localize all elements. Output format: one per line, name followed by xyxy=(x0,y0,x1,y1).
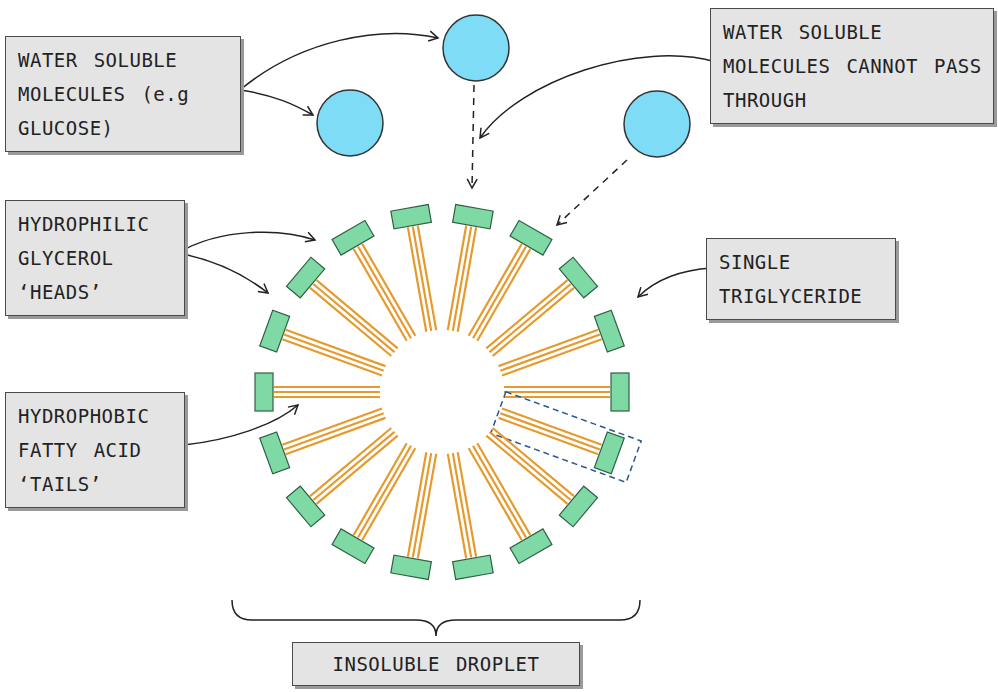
fatty-acid-tail xyxy=(500,335,600,371)
caption-box: INSOLUBLE DROPLET xyxy=(292,642,580,686)
glycerol-head xyxy=(260,432,290,474)
fatty-acid-tail xyxy=(413,453,431,557)
glycerol-head xyxy=(391,555,432,579)
fatty-acid-tail xyxy=(502,409,602,445)
fatty-acid-tail xyxy=(354,249,407,341)
leader-lines xyxy=(178,34,716,445)
fatty-acid-tail xyxy=(284,335,384,371)
fatty-acid-tail xyxy=(448,454,466,558)
fatty-acid-tail xyxy=(354,443,407,535)
callout-text: HYDROPHILIC GLYCEROL ‘HEADS’ xyxy=(18,207,174,309)
callout-box: WATER SOLUBLE MOLECULES CANNOT PASS THRO… xyxy=(710,8,994,124)
glycerol-head xyxy=(260,310,290,352)
glucose-molecule xyxy=(624,91,690,157)
glycerol-head xyxy=(332,529,374,564)
glycerol-head xyxy=(594,310,624,352)
glycerol-head xyxy=(255,373,273,411)
glycerol-head xyxy=(510,529,552,564)
fatty-acid-tail xyxy=(469,244,522,336)
fatty-acid-tail xyxy=(313,432,394,500)
fatty-acid-tail xyxy=(499,330,599,366)
fatty-acid-tail xyxy=(358,247,411,339)
fatty-acid-tail xyxy=(317,436,398,504)
fatty-acid-tail xyxy=(477,443,530,535)
glycerol-head xyxy=(611,373,629,411)
fatty-acid-tail xyxy=(473,247,526,339)
fatty-acid-tail xyxy=(418,226,436,330)
fatty-acid-tail xyxy=(453,453,471,557)
fatty-acid-tail xyxy=(284,413,384,449)
fatty-acid-tail xyxy=(418,454,436,558)
fatty-acid-tail xyxy=(362,244,415,336)
fatty-acid-tail xyxy=(286,330,386,366)
blocked-arrows xyxy=(472,85,627,225)
glucose-molecule xyxy=(443,15,509,81)
triglyceride-outline xyxy=(491,392,641,483)
callout-text: WATER SOLUBLE MOLECULES (e.g GLUCOSE) xyxy=(18,43,230,145)
fatty-acid-tail xyxy=(473,446,526,538)
fatty-acid-tail xyxy=(469,448,522,540)
fatty-acid-tail xyxy=(413,227,431,331)
fatty-acid-tail xyxy=(453,227,471,331)
fatty-acid-tail xyxy=(274,391,380,393)
fatty-acid-tail xyxy=(317,280,398,348)
glycerol-head xyxy=(510,221,552,256)
callout-text: WATER SOLUBLE MOLECULES CANNOT PASS THRO… xyxy=(723,15,983,117)
droplet-illustration xyxy=(255,205,641,580)
fatty-acid-tail xyxy=(448,226,466,330)
bracket xyxy=(232,600,640,636)
fatty-acid-tail xyxy=(504,391,610,393)
glycerol-head xyxy=(594,432,624,474)
fatty-acid-tail xyxy=(313,284,394,352)
glycerol-head xyxy=(391,205,432,229)
glycerol-head xyxy=(559,257,597,298)
callout-text: SINGLE TRIGLYCERIDE xyxy=(719,245,885,313)
fatty-acid-tail xyxy=(500,413,600,449)
fatty-acid-tail xyxy=(490,284,571,352)
glucose-molecule xyxy=(317,90,383,156)
fatty-acid-tail xyxy=(286,418,386,454)
fatty-acid-tail xyxy=(502,339,602,375)
fatty-acid-tail xyxy=(477,249,530,341)
fatty-acid-tail xyxy=(408,227,426,331)
fatty-acid-tail xyxy=(310,288,391,356)
fatty-acid-tail xyxy=(490,432,571,500)
fatty-acid-tail xyxy=(282,339,382,375)
fatty-acid-tail xyxy=(499,418,599,454)
glycerol-head xyxy=(332,221,374,256)
glycerol-head xyxy=(453,205,494,229)
callout-box: SINGLE TRIGLYCERIDE xyxy=(706,238,896,320)
callout-box: HYDROPHILIC GLYCEROL ‘HEADS’ xyxy=(5,200,185,316)
callout-text: INSOLUBLE DROPLET xyxy=(301,649,571,679)
fatty-acid-tail xyxy=(358,446,411,538)
glycerol-head xyxy=(286,257,324,298)
fatty-acid-tail xyxy=(486,436,567,504)
fatty-acid-tail xyxy=(408,452,426,556)
fatty-acid-tail xyxy=(458,227,476,331)
fatty-acid-tail xyxy=(493,288,574,356)
callout-box: HYDROPHOBIC FATTY ACID ‘TAILS’ xyxy=(5,392,185,508)
callout-box: WATER SOLUBLE MOLECULES (e.g GLUCOSE) xyxy=(5,36,241,152)
fatty-acid-tail xyxy=(310,428,391,496)
fatty-acid-tail xyxy=(486,280,567,348)
fatty-acid-tail xyxy=(274,386,380,388)
fatty-acid-tail xyxy=(362,448,415,540)
glycerol-head xyxy=(559,486,597,527)
glycerol-head xyxy=(286,486,324,527)
fatty-acid-tail xyxy=(458,452,476,556)
glycerol-head xyxy=(453,555,494,579)
fatty-acid-tail xyxy=(493,428,574,496)
callout-text: HYDROPHOBIC FATTY ACID ‘TAILS’ xyxy=(18,399,174,501)
fatty-acid-tail xyxy=(504,386,610,388)
fatty-acid-tail xyxy=(274,396,380,398)
fatty-acid-tail xyxy=(282,409,382,445)
